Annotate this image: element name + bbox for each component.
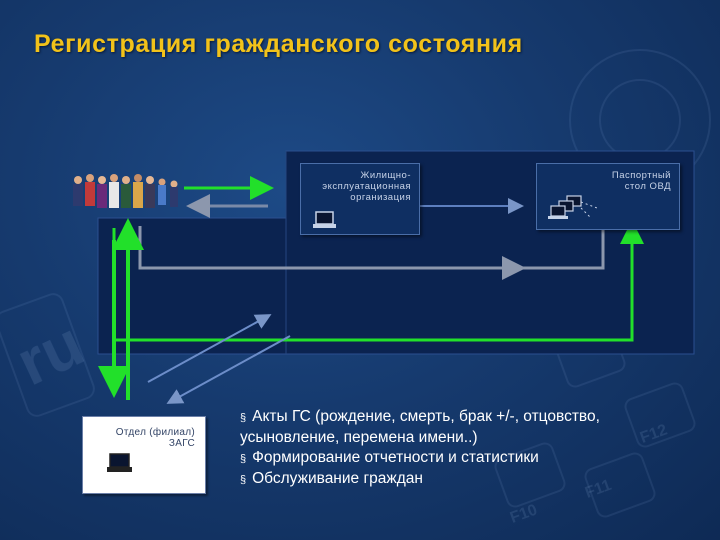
passport-label-line2: стол ОВД: [624, 181, 671, 192]
zags-label-line1: Отдел (филиал): [115, 427, 195, 438]
diagonal-arrow-up: [147, 314, 272, 383]
laptop-icon: [107, 453, 132, 472]
node-zags: Отдел (филиал) ЗАГС: [82, 416, 206, 494]
bullet-marker: §: [240, 474, 247, 486]
bullet-item: § Акты ГС (рождение, смерть, брак +/-, от…: [240, 407, 720, 428]
network-computers-icon: [548, 195, 598, 219]
bullet-marker: §: [240, 412, 247, 424]
bullet-marker: §: [240, 453, 247, 465]
bullet-item: усыновление, перемена имени..): [240, 428, 720, 448]
zags-label-line2: ЗАГС: [168, 438, 195, 449]
bullet-list: § Акты ГС (рождение, смерть, брак +/-, от…: [240, 407, 720, 490]
node-passport-label: Паспортный стол ОВД: [612, 170, 671, 192]
passport-label-line1: Паспортный: [611, 170, 671, 181]
bullet-text: Обслуживание граждан: [252, 470, 423, 487]
laptop-icon: [313, 211, 336, 228]
node-housing-label: Жилищно- эксплуатационная организация: [322, 170, 411, 203]
page-title: Регистрация гражданского состояния: [34, 30, 523, 58]
node-housing: Жилищно- эксплуатационная организация: [300, 163, 420, 235]
housing-label-line3: организация: [350, 192, 411, 203]
bullet-item: § Формирование отчетности и статистики: [240, 448, 720, 469]
bullet-item: § Обслуживание граждан: [240, 469, 720, 490]
housing-label-line1: Жилищно-: [360, 170, 411, 181]
housing-label-line2: эксплуатационная: [322, 181, 411, 192]
diagonal-arrow-down: [166, 335, 291, 404]
bullet-text: Акты ГС (рождение, смерть, брак +/-, отц…: [252, 408, 600, 425]
people-crowd-icon: [73, 174, 178, 208]
node-zags-label: Отдел (филиал) ЗАГС: [116, 427, 195, 449]
bullet-text: Формирование отчетности и статистики: [252, 449, 539, 466]
node-passport: Паспортный стол ОВД: [536, 163, 680, 230]
bullet-text: усыновление, перемена имени..): [240, 429, 478, 446]
